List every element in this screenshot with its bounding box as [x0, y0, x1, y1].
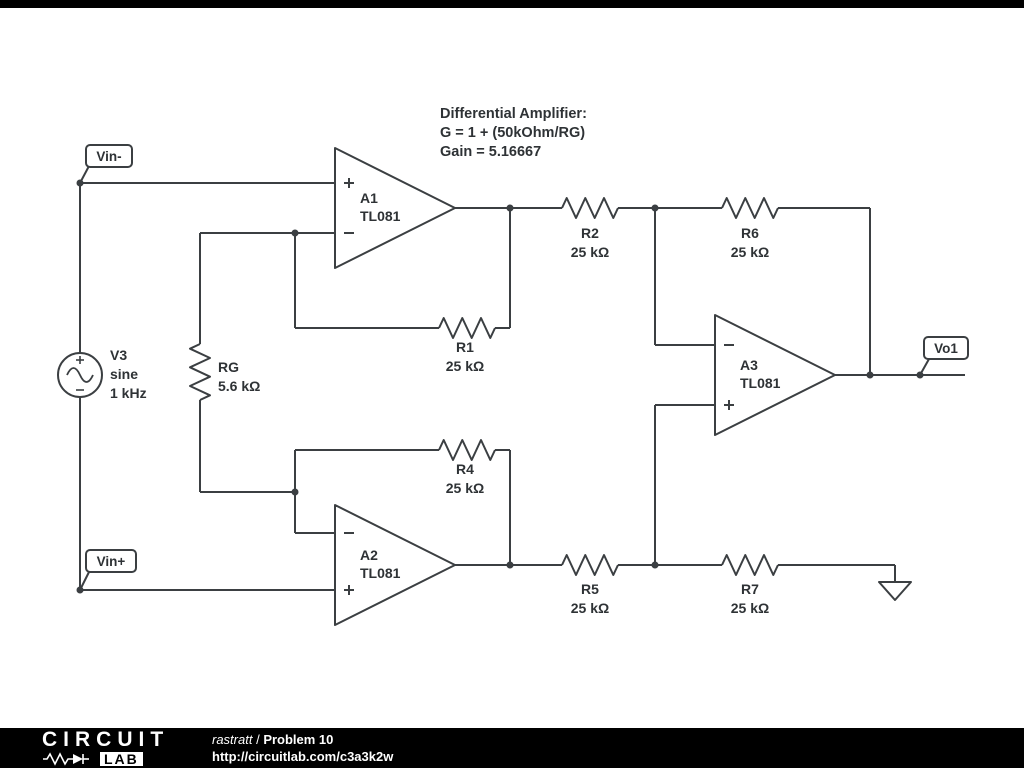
flag-vout[interactable]: Vo1 — [919, 336, 969, 376]
schematic-canvas: V3 sine 1 kHz RG 5.6 kΩ R1 25 kΩ R2 25 k… — [57, 106, 969, 626]
rg-value-label: 5.6 kΩ — [218, 378, 260, 394]
voltage-source-v3[interactable]: V3 sine 1 kHz — [57, 347, 147, 401]
opamp-a2[interactable]: A2 TL081 — [334, 504, 456, 626]
flag-vin-minus[interactable]: Vin- — [79, 144, 133, 184]
v3-waveform-label: sine — [110, 366, 138, 382]
r5-value-label: 25 kΩ — [571, 600, 609, 616]
a2-plus-icon — [344, 585, 354, 595]
logo-lab-text: LAB — [100, 752, 143, 766]
r1-value-label: 25 kΩ — [446, 358, 484, 374]
a2-model-label: TL081 — [360, 565, 401, 581]
circuit-title-line: rastratt / Problem 10 — [212, 732, 393, 748]
vout-label: Vo1 — [934, 341, 958, 356]
r4-value-label: 25 kΩ — [446, 480, 484, 496]
resistor-r4[interactable]: R4 25 kΩ — [438, 439, 496, 496]
footer-bar: CIRCUIT LAB rastratt / Problem 10 http:/… — [0, 728, 1024, 768]
a1-model-label: TL081 — [360, 208, 401, 224]
annotation-line1: Differential Amplifier: — [440, 106, 587, 122]
vin-plus-label: Vin+ — [97, 554, 126, 569]
resistor-r5[interactable]: R5 25 kΩ — [561, 554, 619, 616]
circuit-url-link[interactable]: http://circuitlab.com/c3a3k2w — [212, 748, 394, 764]
r5-name-label: R5 — [581, 581, 599, 597]
opamp-a3[interactable]: A3 TL081 — [714, 314, 836, 436]
annotation-line2: G = 1 + (50kOhm/RG) — [440, 125, 585, 141]
circuitlab-logo[interactable]: CIRCUIT LAB — [0, 729, 212, 767]
opamp-a1[interactable]: A1 TL081 — [334, 147, 456, 269]
circuit-title[interactable]: Problem 10 — [263, 731, 334, 747]
author-name[interactable]: rastratt — [212, 731, 253, 747]
a3-model-label: TL081 — [740, 375, 781, 391]
junction-dots — [76, 179, 924, 594]
a1-plus-icon — [344, 178, 354, 188]
ground-icon[interactable] — [878, 581, 912, 601]
resistor-rg[interactable]: RG 5.6 kΩ — [189, 343, 260, 401]
r1-name-label: R1 — [456, 339, 474, 355]
resistor-r7[interactable]: R7 25 kΩ — [721, 554, 779, 616]
vin-minus-label: Vin- — [96, 149, 121, 164]
rg-name-label: RG — [218, 359, 239, 375]
a1-name-label: A1 — [360, 190, 378, 206]
r6-value-label: 25 kΩ — [731, 244, 769, 260]
wires — [79, 182, 965, 591]
r4-name-label: R4 — [456, 461, 474, 477]
resistor-r6[interactable]: R6 25 kΩ — [721, 197, 779, 260]
annotation-line3: Gain = 5.16667 — [440, 144, 541, 160]
sine-wave-icon — [66, 367, 94, 383]
title-separator: / — [252, 731, 264, 747]
r2-value-label: 25 kΩ — [571, 244, 609, 260]
a3-plus-icon — [724, 400, 734, 410]
footer-text-block: rastratt / Problem 10 http://circuitlab.… — [212, 732, 393, 765]
v3-plus-icon — [76, 356, 84, 364]
r6-name-label: R6 — [741, 225, 759, 241]
logo-circuit-text: CIRCUIT — [42, 728, 170, 751]
flag-vin-plus[interactable]: Vin+ — [79, 549, 137, 591]
logo-waveform-icon — [43, 752, 89, 766]
v3-name-label: V3 — [110, 347, 127, 363]
r2-name-label: R2 — [581, 225, 599, 241]
r7-name-label: R7 — [741, 581, 759, 597]
v3-frequency-label: 1 kHz — [110, 385, 147, 401]
resistor-r2[interactable]: R2 25 kΩ — [561, 197, 619, 260]
a3-name-label: A3 — [740, 357, 758, 373]
annotation-note: Differential Amplifier: G = 1 + (50kOhm/… — [440, 106, 587, 160]
resistor-r1[interactable]: R1 25 kΩ — [438, 317, 496, 374]
a2-name-label: A2 — [360, 547, 378, 563]
top-black-bar — [0, 0, 1024, 8]
r7-value-label: 25 kΩ — [731, 600, 769, 616]
